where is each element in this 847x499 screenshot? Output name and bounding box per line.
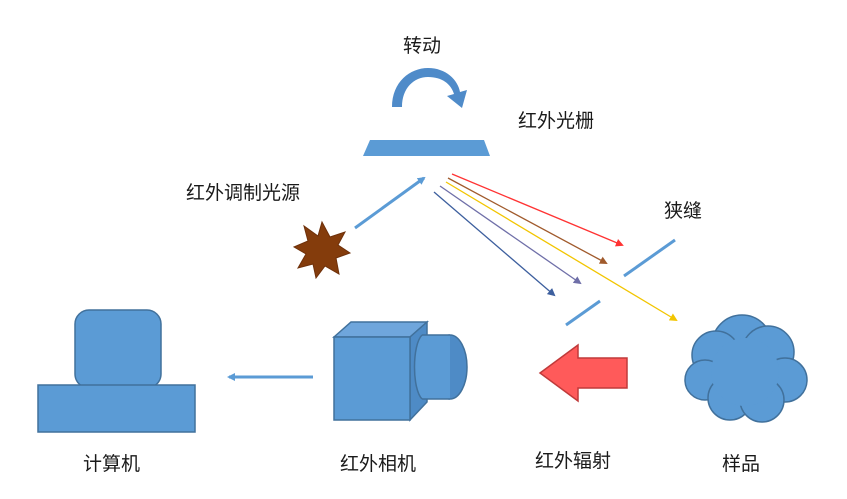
- source-beam-arrow: [354, 176, 426, 230]
- sample-label: 样品: [722, 453, 761, 475]
- computer-monitor: [74, 309, 162, 389]
- ray-brown: [447, 177, 608, 264]
- slit-label: 狭缝: [664, 200, 703, 222]
- diffracted-rays: [433, 173, 678, 322]
- ray-purple: [439, 185, 582, 285]
- slit-lower: [565, 299, 601, 327]
- grating-plate: [363, 140, 490, 156]
- rotation-curved-arrow-icon: [392, 68, 467, 108]
- ray-red: [451, 173, 624, 247]
- ir-camera-label: 红外相机: [340, 453, 417, 475]
- sun-icon: [292, 220, 352, 280]
- ir-radiation-label: 红外辐射: [535, 450, 612, 472]
- camera-icon: [332, 320, 468, 422]
- ir-radiation-arrow: [538, 343, 628, 403]
- computer-base: [37, 384, 196, 433]
- computer-label: 计算机: [83, 453, 141, 475]
- ir-source-label: 红外调制光源: [186, 182, 301, 204]
- computer-icon: [37, 309, 196, 433]
- rotation-label: 转动: [403, 35, 442, 57]
- ray-navy: [433, 191, 556, 297]
- slit-upper: [623, 238, 676, 278]
- cloud-icon: [684, 314, 808, 423]
- grating-label: 红外光栅: [518, 110, 595, 132]
- ray-yellow: [445, 181, 678, 322]
